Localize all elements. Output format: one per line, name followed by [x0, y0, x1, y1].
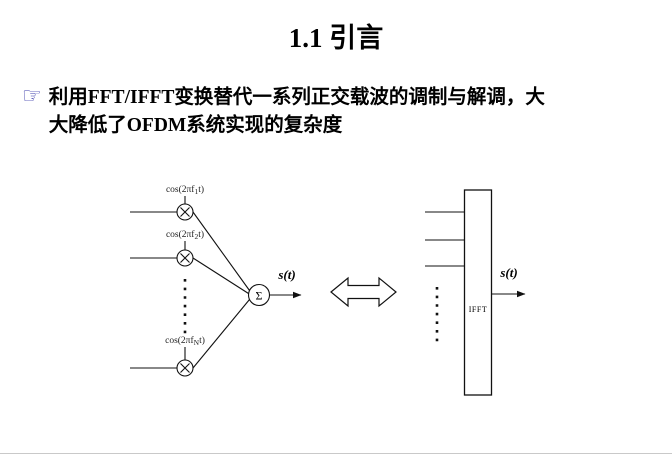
mixer-output-line-2	[192, 257, 249, 294]
carrier-label-1: cos(2πf1t)	[166, 184, 204, 196]
bullet-text-line2: 大降低了OFDM系统实现的复杂度	[48, 115, 343, 136]
mixer-output-line-1	[192, 211, 250, 291]
bullet-text: 利用FFT/IFFT变换替代一系列正交载波的调制与解调，大 大降低了OFDM系统…	[49, 84, 545, 140]
multiplier-cross-icon-1	[180, 207, 190, 217]
carrier-label-N: cos(2πfNt)	[165, 335, 205, 347]
modulator-bank: cos(2πf1t) cos(2πf2t) cos(2πfNt)	[130, 184, 302, 377]
equivalence-arrow-icon	[330, 276, 397, 308]
bullet-item: ☞ 利用FFT/IFFT变换替代一系列正交载波的调制与解调，大 大降低了OFDM…	[22, 84, 654, 140]
multiplier-cross-icon-N	[180, 363, 190, 373]
ifft-output-label: s(t)	[499, 265, 517, 280]
ifft-block	[463, 189, 493, 396]
multiplier-cross-icon-2	[180, 253, 190, 263]
ofdm-equivalence-diagram: cos(2πf1t) cos(2πf2t) cos(2πfNt)	[130, 184, 526, 396]
slide-title: 1.1 引言	[288, 23, 384, 53]
mixer-output-line-N	[192, 299, 250, 369]
sum-output-label: s(t)	[277, 267, 295, 282]
summation-symbol: Σ	[256, 289, 263, 303]
carrier-label-2: cos(2πf2t)	[166, 229, 204, 241]
summation-node	[247, 283, 271, 307]
hand-pointer-icon: ☞	[22, 84, 42, 109]
ifft-label: IFFT	[469, 305, 487, 314]
bullet-text-line1: 利用FFT/IFFT变换替代一系列正交载波的调制与解调，大	[48, 87, 545, 108]
ifft-section: IFFT s(t)	[425, 189, 526, 396]
